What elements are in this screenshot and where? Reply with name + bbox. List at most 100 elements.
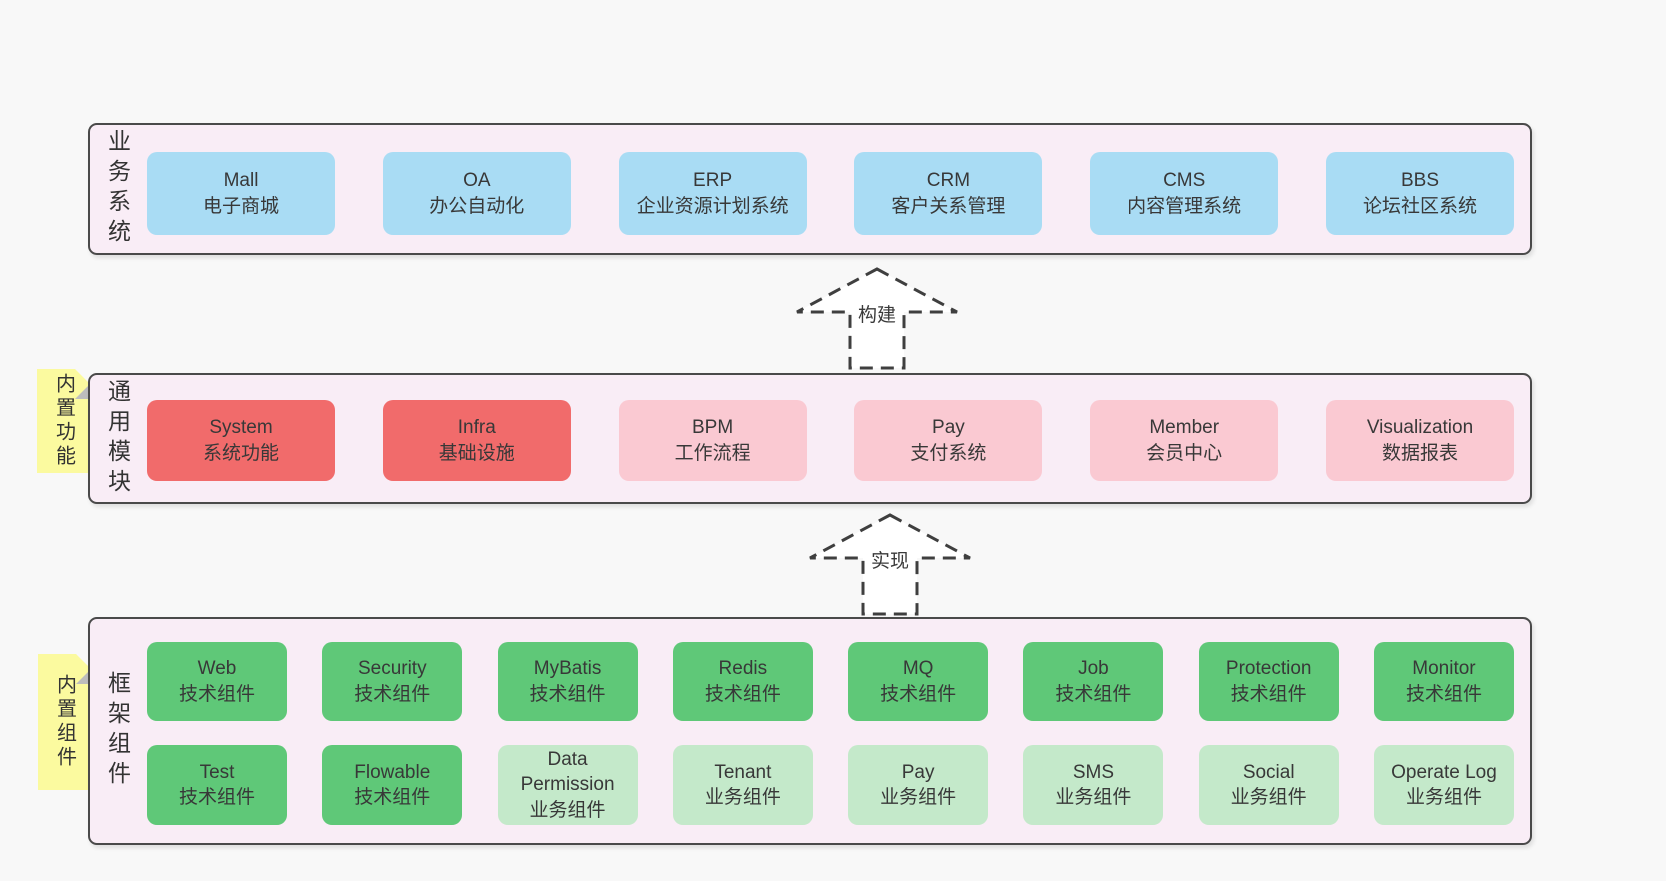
layer-label-business-systems: 业务系统	[96, 125, 138, 253]
box-title: Visualization	[1366, 417, 1474, 439]
box-subtitle: 技术组件	[354, 787, 431, 808]
box-title: Protection	[1225, 658, 1312, 680]
component-box-security: Security 技术组件	[322, 642, 463, 721]
box-title: Flowable	[354, 761, 431, 783]
component-box-tenant: Tenant 业务组件	[672, 745, 813, 825]
box-title: BBS	[1400, 170, 1439, 192]
box-title: CMS	[1163, 170, 1206, 192]
box-title: CRM	[926, 170, 971, 192]
component-box-monitor: Monitor 技术组件	[1373, 642, 1514, 721]
box-title: Infra	[457, 417, 496, 439]
box-title: Web	[197, 658, 237, 680]
layer-label-text: 业务系统	[104, 129, 131, 249]
component-box-social: Social 业务组件	[1198, 745, 1339, 825]
framework-boxes-row-2: Test 技术组件 Flowable 技术组件 Data Permission …	[147, 745, 1514, 825]
layer-business-systems: 业务系统 Mall 电子商城 OA 办公自动化 ERP 企业资源计划系统 CRM…	[88, 123, 1532, 255]
component-box-pay-biz: Pay 业务组件	[848, 745, 989, 825]
business-boxes-row: Mall 电子商城 OA 办公自动化 ERP 企业资源计划系统 CRM 客户关系…	[147, 152, 1514, 235]
box-title: Pay	[932, 417, 965, 439]
box-subtitle: 系统功能	[202, 442, 279, 464]
box-title: Monitor	[1412, 658, 1476, 680]
box-subtitle: 技术组件	[880, 683, 957, 705]
sticky-fold-icon	[76, 654, 91, 684]
box-title: SMS	[1072, 761, 1114, 783]
layer-common-modules: 通用模块 System 系统功能 Infra 基础设施 BPM 工作流程 Pay…	[88, 373, 1532, 504]
module-box-bpm: BPM 工作流程	[618, 400, 807, 481]
box-subtitle: 技术组件	[1405, 683, 1482, 705]
module-box-member: Member 会员中心	[1090, 400, 1279, 481]
box-title: System	[209, 417, 273, 439]
box-subtitle: 内容管理系统	[1127, 195, 1242, 217]
box-title: Redis	[718, 658, 768, 680]
box-subtitle: 企业资源计划系统	[636, 195, 789, 217]
up-arrow-build: 构建	[792, 264, 962, 374]
framework-boxes-row-1: Web 技术组件 Security 技术组件 MyBatis 技术组件 Redi…	[147, 642, 1514, 721]
component-box-operate-log: Operate Log 业务组件	[1373, 745, 1514, 825]
box-subtitle: 办公自动化	[429, 195, 525, 217]
sticky-note-builtin-features: 内置功能	[37, 369, 90, 473]
arrow-label-build: 构建	[855, 300, 899, 327]
box-subtitle: 技术组件	[529, 683, 606, 705]
module-box-visualization: Visualization 数据报表	[1325, 400, 1514, 481]
box-subtitle: 业务组件	[880, 787, 957, 808]
box-subtitle: 数据报表	[1381, 442, 1458, 464]
sticky-note-builtin-components: 内置组件	[38, 654, 91, 790]
box-subtitle: 会员中心	[1146, 442, 1223, 464]
box-subtitle: 客户关系管理	[891, 195, 1006, 217]
box-title: Pay	[901, 761, 935, 783]
box-subtitle: 论坛社区系统	[1362, 195, 1477, 217]
sticky-note-text: 内置功能	[52, 373, 75, 469]
module-box-crm: CRM 客户关系管理	[854, 152, 1043, 235]
layer-label-framework-components: 框架组件	[96, 619, 138, 843]
component-box-sms: SMS 业务组件	[1023, 745, 1164, 825]
component-box-mq: MQ 技术组件	[848, 642, 989, 721]
box-subtitle: 技术组件	[1055, 683, 1132, 705]
common-boxes-row: System 系统功能 Infra 基础设施 BPM 工作流程 Pay 支付系统…	[147, 400, 1514, 481]
component-box-protection: Protection 技术组件	[1198, 642, 1339, 721]
module-box-mall: Mall 电子商城	[147, 152, 335, 235]
box-subtitle: 业务组件	[1230, 787, 1307, 808]
box-title: Social	[1242, 761, 1295, 783]
module-box-bbs: BBS 论坛社区系统	[1325, 152, 1514, 235]
module-box-cms: CMS 内容管理系统	[1090, 152, 1279, 235]
box-subtitle: 工作流程	[674, 442, 751, 464]
layer-label-text: 通用模块	[104, 378, 131, 499]
arrow-label-implement: 实现	[868, 546, 912, 573]
module-box-system: System 系统功能	[147, 400, 335, 481]
box-subtitle: 业务组件	[1055, 787, 1132, 808]
box-title: OA	[463, 170, 491, 192]
module-box-oa: OA 办公自动化	[382, 152, 571, 235]
component-box-web: Web 技术组件	[147, 642, 287, 721]
module-box-infra: Infra 基础设施	[382, 400, 571, 481]
module-box-erp: ERP 企业资源计划系统	[618, 152, 807, 235]
box-title: Mall	[223, 170, 259, 192]
box-title: Operate Log	[1391, 761, 1497, 783]
box-subtitle: 技术组件	[354, 683, 431, 705]
box-subtitle: 业务组件	[704, 787, 781, 808]
box-title: Job	[1078, 658, 1109, 680]
box-subtitle: 技术组件	[178, 683, 255, 705]
box-title: BPM	[692, 417, 734, 439]
box-title: Tenant	[714, 761, 772, 783]
box-subtitle: 技术组件	[704, 683, 781, 705]
box-title: Test	[199, 761, 235, 783]
module-box-pay: Pay 支付系统	[854, 400, 1043, 481]
box-title: Member	[1149, 417, 1220, 439]
box-title: Security	[357, 658, 427, 680]
box-subtitle: 基础设施	[438, 442, 515, 464]
box-title: MQ	[902, 658, 934, 680]
up-arrow-implement: 实现	[805, 510, 975, 620]
component-box-data-permission: Data Permission 业务组件	[497, 745, 638, 825]
component-box-mybatis: MyBatis 技术组件	[497, 642, 638, 721]
layer-label-text: 框架组件	[104, 671, 131, 791]
sticky-fold-icon	[75, 369, 90, 399]
layer-framework-components: 框架组件 Web 技术组件 Security 技术组件 MyBatis 技术组件…	[88, 617, 1532, 845]
box-subtitle: 技术组件	[1230, 683, 1307, 705]
box-title: Data Permission	[520, 749, 615, 796]
layer-label-common-modules: 通用模块	[96, 375, 138, 502]
box-subtitle: 技术组件	[178, 787, 255, 808]
box-subtitle: 支付系统	[910, 442, 987, 464]
component-box-redis: Redis 技术组件	[672, 642, 813, 721]
component-box-test: Test 技术组件	[147, 745, 287, 825]
box-subtitle: 业务组件	[1405, 787, 1482, 808]
